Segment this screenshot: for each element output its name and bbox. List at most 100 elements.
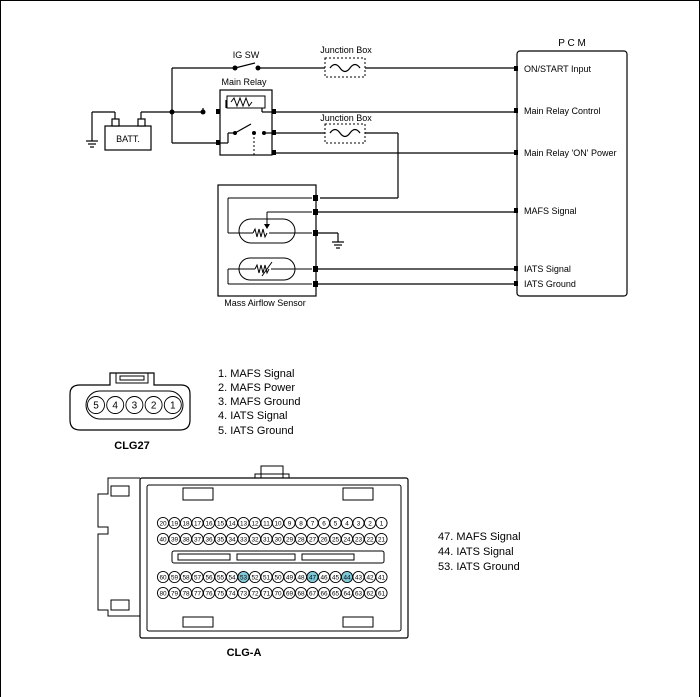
pin-number: 80 xyxy=(159,590,167,597)
pin-number: 41 xyxy=(378,574,386,581)
pin-number: 31 xyxy=(263,536,271,543)
pin-number: 56 xyxy=(205,574,213,581)
pin-number: 58 xyxy=(182,574,190,581)
pin-circle xyxy=(87,396,105,414)
pin-57: 57 xyxy=(191,570,204,584)
main-relay-label: Main Relay xyxy=(221,77,267,87)
pin-4: 4 xyxy=(340,516,354,530)
pin-56: 56 xyxy=(202,570,216,584)
pin-60: 60 xyxy=(156,570,170,584)
pin-number: 72 xyxy=(251,590,259,597)
pin-number: 74 xyxy=(228,590,236,597)
pin-number: 35 xyxy=(217,536,225,543)
pin-50: 50 xyxy=(271,570,285,584)
pin-number: 64 xyxy=(343,590,351,597)
pin-number: 40 xyxy=(159,536,167,543)
pin-number: 21 xyxy=(378,536,386,543)
junction-box-1-label: Junction Box xyxy=(320,45,372,55)
pin-circle xyxy=(163,396,182,414)
pin-number: 55 xyxy=(217,574,225,581)
clg27-pin-5: 5. IATS Ground xyxy=(218,425,294,437)
pin-74: 74 xyxy=(225,586,239,600)
pin-number: 60 xyxy=(159,574,167,581)
pin-45: 45 xyxy=(329,570,342,584)
pin-circle xyxy=(144,396,163,414)
clg27-name: CLG27 xyxy=(114,440,149,452)
pin-number: 79 xyxy=(171,590,179,597)
pin-29: 29 xyxy=(283,532,296,546)
pin-circle xyxy=(375,532,388,546)
pin-number: 28 xyxy=(297,536,305,543)
pin-59: 59 xyxy=(168,570,181,584)
pcm-title: P C M xyxy=(558,38,586,49)
pin-number: 71 xyxy=(263,590,271,597)
ignition-switch: IG SW xyxy=(172,50,325,71)
pin-number: 6 xyxy=(322,520,326,527)
pin-number: 53 xyxy=(240,574,248,581)
pin-number: 57 xyxy=(194,574,202,581)
junction-box-2: Junction Box xyxy=(320,113,372,144)
pin-6: 6 xyxy=(317,516,331,530)
pin-1: 1 xyxy=(375,516,388,530)
pin-number: 45 xyxy=(332,574,340,581)
pin-15: 15 xyxy=(214,516,227,530)
pin-number: 47 xyxy=(309,574,317,581)
battery-ground-icon xyxy=(86,140,98,148)
pin-53: 53 xyxy=(237,570,250,584)
pin-number: 37 xyxy=(194,536,202,543)
pin-number: 5 xyxy=(334,520,338,527)
pin-39: 39 xyxy=(168,532,181,546)
pin-number: 27 xyxy=(309,536,317,543)
pin-8: 8 xyxy=(294,516,308,530)
pin-41: 41 xyxy=(375,570,388,584)
pin-number: 52 xyxy=(251,574,259,581)
pin-5: 5 xyxy=(329,516,342,530)
pin-68: 68 xyxy=(294,586,308,600)
pin-number: 1 xyxy=(380,520,384,527)
pin-65: 65 xyxy=(329,586,342,600)
pin-number: 2 xyxy=(368,520,372,527)
pin-24: 24 xyxy=(340,532,354,546)
pcm-pin-mafs-signal: MAFS Signal xyxy=(524,206,577,216)
pin-2: 2 xyxy=(144,396,163,414)
pin-number: 32 xyxy=(251,536,259,543)
pin-20: 20 xyxy=(156,516,170,530)
pin-circle xyxy=(375,516,388,530)
pin-16: 16 xyxy=(202,516,216,530)
pin-number: 13 xyxy=(240,520,248,527)
pin-77: 77 xyxy=(191,586,204,600)
pin-35: 35 xyxy=(214,532,227,546)
pin-28: 28 xyxy=(294,532,308,546)
pin-number: 70 xyxy=(274,590,282,597)
pin-67: 67 xyxy=(306,586,319,600)
pin-number: 78 xyxy=(182,590,190,597)
pin-number: 22 xyxy=(366,536,374,543)
pin-number: 63 xyxy=(355,590,363,597)
pin-number: 29 xyxy=(286,536,294,543)
pin-number: 49 xyxy=(286,574,294,581)
relay-coil-icon xyxy=(230,96,253,108)
pin-3: 3 xyxy=(352,516,365,530)
pin-number: 20 xyxy=(159,520,167,527)
pin-13: 13 xyxy=(237,516,250,530)
pin-circle xyxy=(125,396,144,414)
pin-number: 18 xyxy=(182,520,190,527)
pin-75: 75 xyxy=(214,586,227,600)
pin-number: 54 xyxy=(228,574,236,581)
pin-circle xyxy=(375,586,388,600)
pcm-pin-main-relay-control: Main Relay Control xyxy=(524,106,601,116)
pin-number: 5 xyxy=(93,401,99,412)
pin-62: 62 xyxy=(363,586,377,600)
pin-34: 34 xyxy=(225,532,239,546)
pin-32: 32 xyxy=(248,532,262,546)
pin-number: 39 xyxy=(171,536,179,543)
pin-number: 26 xyxy=(320,536,328,543)
pin-number: 9 xyxy=(288,520,292,527)
pin-43: 43 xyxy=(352,570,365,584)
pin-number: 15 xyxy=(217,520,225,527)
pin-70: 70 xyxy=(271,586,285,600)
pin-number: 61 xyxy=(378,590,386,597)
